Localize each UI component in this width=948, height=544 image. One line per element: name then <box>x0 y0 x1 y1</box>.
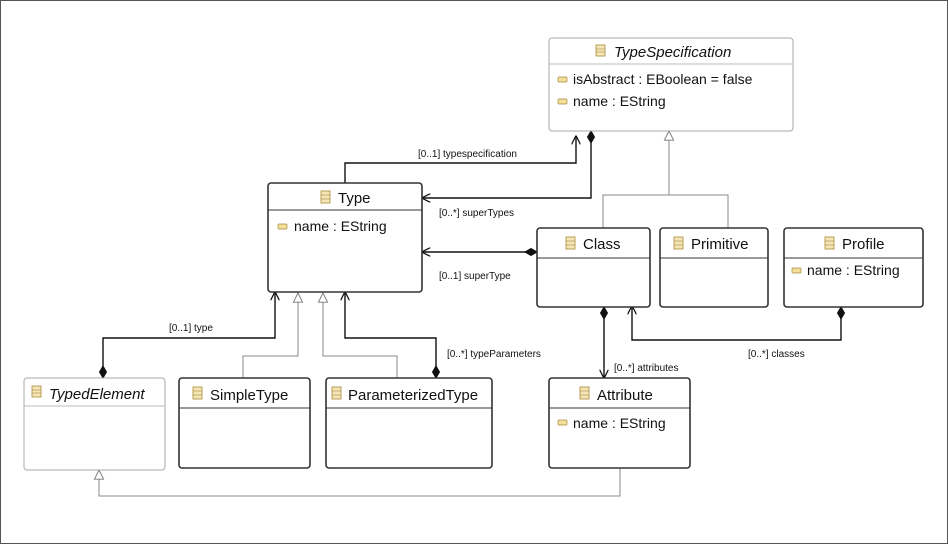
eclass-icon <box>824 236 835 250</box>
attribute-icon <box>791 267 802 274</box>
edge-label-classes: [0..*] classes <box>748 349 805 360</box>
eclass-icon <box>192 386 203 400</box>
eclass-abstract-icon <box>595 44 606 57</box>
edge-label-type: [0..1] type <box>169 323 213 334</box>
edge-generalization-typespecification <box>602 131 729 228</box>
edge-label-attributes: [0..*] attributes <box>614 363 678 374</box>
class-profile[interactable]: Profile name : EString <box>783 227 924 308</box>
attr-name: name : EString <box>807 262 900 278</box>
class-attribute[interactable]: Attribute name : EString <box>548 377 691 469</box>
class-typedelement[interactable]: TypedElement <box>23 377 166 471</box>
attribute-icon <box>557 76 568 83</box>
edge-generalization-parameterizedtype <box>323 293 398 378</box>
attr-name: name : EString <box>294 218 387 234</box>
class-type[interactable]: Type name : EString <box>267 182 423 293</box>
eclass-abstract-icon <box>31 385 42 398</box>
edge-generalization-simpletype <box>242 293 298 378</box>
class-typedelement-name: TypedElement <box>49 386 145 403</box>
eclass-icon <box>579 386 590 400</box>
class-typespecification[interactable]: TypeSpecification isAbstract : EBoolean … <box>548 37 794 132</box>
attr-isabstract: isAbstract : EBoolean = false <box>573 71 753 87</box>
class-typespecification-name: TypeSpecification <box>614 44 731 61</box>
class-primitive-name: Primitive <box>691 236 749 253</box>
edge-label-typeparameters: [0..*] typeParameters <box>447 349 541 360</box>
edge-generalization-typedelement <box>99 468 621 497</box>
edge-type[interactable] <box>103 292 275 378</box>
attribute-icon <box>557 98 568 105</box>
class-type-name: Type <box>338 190 371 207</box>
edge-typeparameters[interactable] <box>345 292 436 378</box>
class-simpletype[interactable]: SimpleType <box>178 377 311 469</box>
edge-label-supertype: [0..1] superType <box>439 271 511 282</box>
class-class-name: Class <box>583 236 621 253</box>
class-primitive[interactable]: Primitive <box>659 227 769 308</box>
class-class[interactable]: Class <box>536 227 651 308</box>
attribute-icon <box>557 419 568 426</box>
class-attribute-name: Attribute <box>597 387 653 404</box>
eclass-icon <box>673 236 684 250</box>
class-parameterizedtype-name: ParameterizedType <box>348 387 478 404</box>
class-parameterizedtype[interactable]: ParameterizedType <box>325 377 493 469</box>
eclass-icon <box>565 236 576 250</box>
attribute-icon <box>277 223 288 230</box>
edge-classes[interactable] <box>632 306 841 341</box>
eclass-icon <box>331 386 342 400</box>
attr-name: name : EString <box>573 93 666 109</box>
attr-name: name : EString <box>573 415 666 431</box>
edge-label-supertypes: [0..*] superTypes <box>439 208 514 219</box>
class-profile-name: Profile <box>842 236 885 253</box>
edge-supertypes[interactable] <box>422 131 591 198</box>
edge-label-typespecification: [0..1] typespecification <box>418 149 517 160</box>
eclass-icon <box>320 190 331 204</box>
class-simpletype-name: SimpleType <box>210 387 288 404</box>
